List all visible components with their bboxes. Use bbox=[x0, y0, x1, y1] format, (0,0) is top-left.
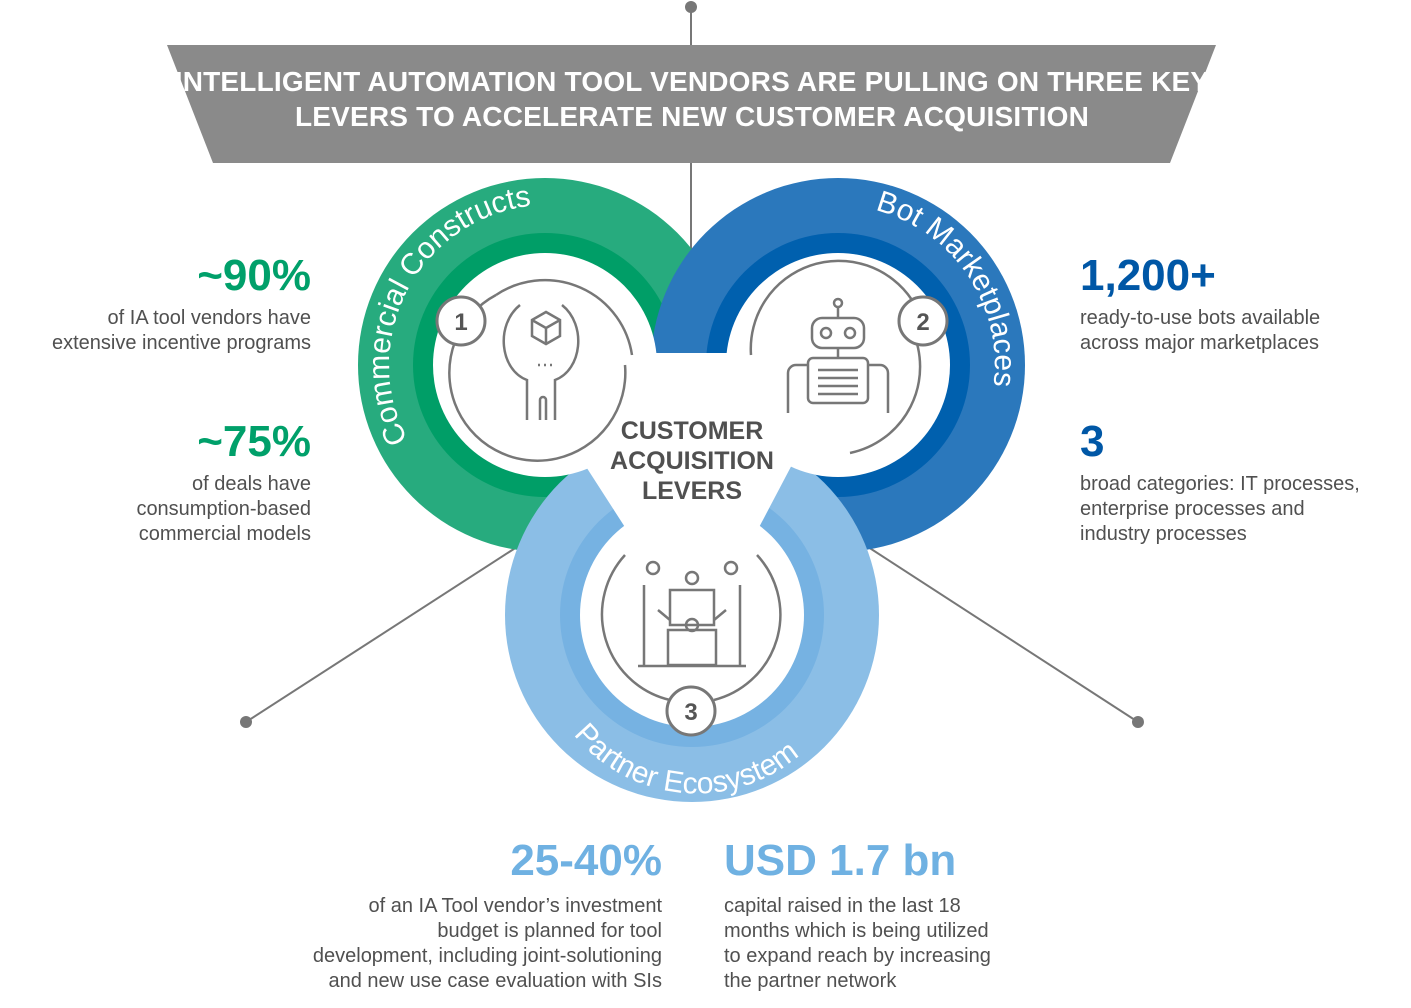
banner-line: INTELLIGENT AUTOMATION TOOL VENDORS ARE … bbox=[174, 66, 1210, 97]
stat-investment-budget: 25-40% of an IA Tool vendor’s investment… bbox=[313, 837, 662, 994]
partners-puzzle-icon bbox=[638, 560, 746, 668]
stat-value: 3 bbox=[1080, 417, 1105, 466]
stat-value: ~90% bbox=[197, 251, 311, 300]
lever-3-badge: 3 bbox=[665, 685, 717, 737]
center-label-line: CUSTOMER bbox=[620, 417, 764, 445]
title-banner bbox=[167, 45, 1216, 163]
right-connector-line bbox=[864, 544, 1139, 723]
center-label-line: LEVERS bbox=[641, 477, 743, 505]
center-label: CUSTOMER ACQUISITION LEVERS bbox=[592, 416, 792, 506]
stat-desc: broad categories: IT processes,enterpris… bbox=[1080, 473, 1360, 545]
banner-line: LEVERS TO ACCELERATE NEW CUSTOMER ACQUIS… bbox=[294, 101, 1090, 132]
svg-text:1: 1 bbox=[454, 309, 467, 336]
banner-title: INTELLIGENT AUTOMATION TOOL VENDORS ARE … bbox=[170, 64, 1214, 134]
left-connector-dot bbox=[240, 716, 252, 728]
stat-categories: 3 broad categories: IT processes,enterpr… bbox=[1080, 418, 1360, 547]
svg-text:2: 2 bbox=[916, 309, 929, 336]
top-connector-dot bbox=[685, 1, 697, 13]
stat-value: USD 1.7 bn bbox=[724, 836, 957, 885]
lever-1-badge: 1 bbox=[435, 295, 487, 347]
left-connector-line bbox=[245, 544, 521, 723]
wrench-box-icon bbox=[502, 304, 580, 420]
stat-value: ~75% bbox=[197, 417, 311, 466]
svg-text:3: 3 bbox=[684, 699, 697, 726]
lever-2-badge: 2 bbox=[897, 295, 949, 347]
stat-value: 1,200+ bbox=[1080, 251, 1216, 300]
stat-value: 25-40% bbox=[510, 836, 662, 885]
center-label-line: ACQUISITION bbox=[610, 447, 774, 475]
right-connector-dot bbox=[1132, 716, 1144, 728]
stat-capital-raised: USD 1.7 bn capital raised in the last 18… bbox=[724, 837, 991, 994]
robot-icon bbox=[786, 297, 890, 413]
